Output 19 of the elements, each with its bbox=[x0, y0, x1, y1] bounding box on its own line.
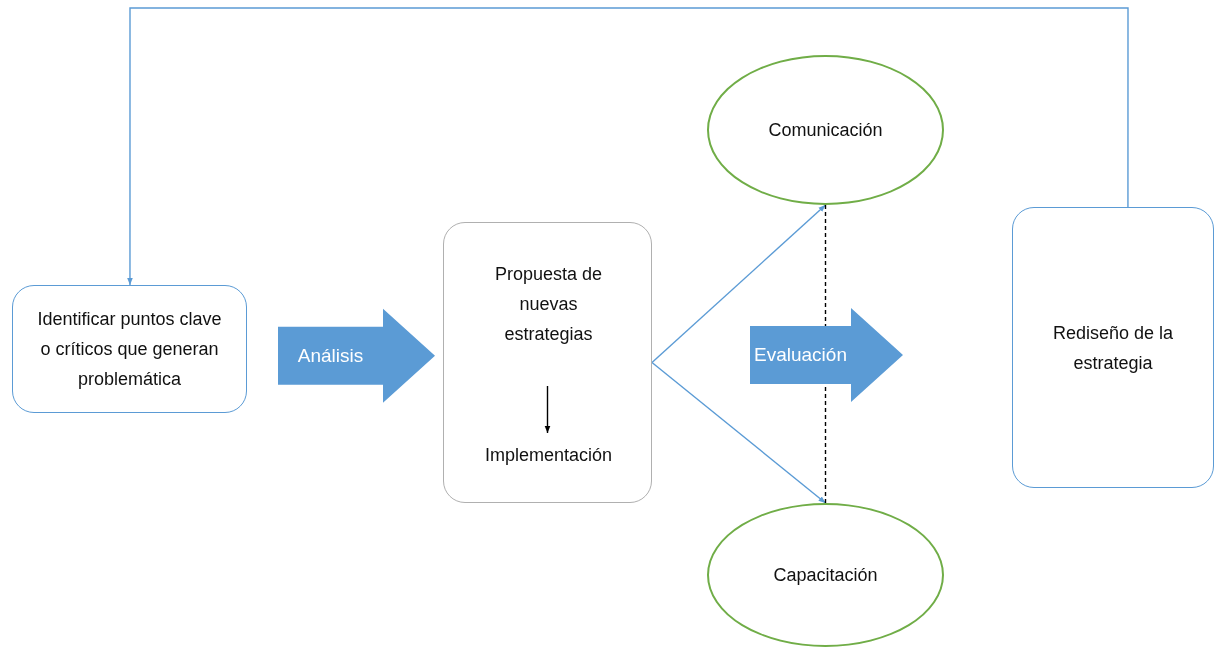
node-label: Identificar puntos clave o críticos que generan problemática bbox=[36, 308, 223, 391]
node-label: Implementación bbox=[484, 444, 613, 467]
edge-label: Evaluación bbox=[753, 343, 848, 367]
ellipse-node bbox=[707, 55, 944, 205]
rounded-box bbox=[1012, 207, 1214, 488]
arrow bbox=[127, 7, 1129, 286]
node-label: Comunicación bbox=[768, 119, 883, 142]
edge-label: Análisis bbox=[296, 343, 365, 368]
arrow bbox=[544, 385, 551, 434]
rounded-box bbox=[12, 285, 247, 413]
block-arrow bbox=[750, 308, 903, 402]
rounded-box bbox=[443, 222, 652, 503]
block-arrow bbox=[278, 308, 435, 403]
node-label: Propuesta de nuevas estrategias bbox=[493, 263, 604, 346]
arrow bbox=[651, 361, 827, 504]
node-label: Capacitación bbox=[773, 564, 878, 587]
node-label: Rediseño de la estrategia bbox=[1051, 321, 1175, 375]
ellipse-node bbox=[707, 503, 944, 647]
arrow bbox=[651, 204, 827, 364]
